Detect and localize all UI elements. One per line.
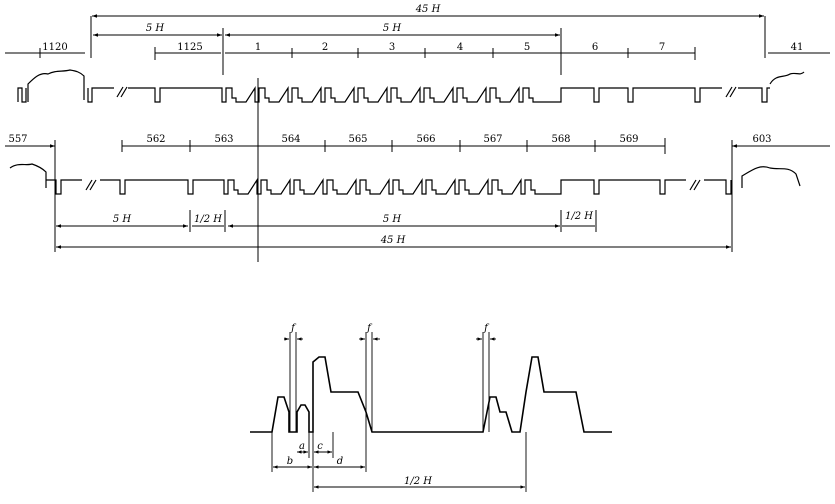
field2-line-565: 565	[348, 134, 367, 145]
detail-f-label-3: f	[483, 323, 490, 334]
detail-half-H-label: 1/2 H	[404, 476, 432, 487]
detail-a-label: a	[299, 441, 305, 452]
field2-dimensions	[5, 78, 830, 262]
field2-45H-label: 45 H	[380, 235, 406, 246]
field1-dimensions	[5, 14, 830, 75]
field1-line-3: 3	[389, 42, 395, 53]
field1-45H-label: 45 H	[415, 4, 441, 15]
field2-line-568: 568	[551, 134, 570, 145]
detail-d-label: d	[337, 456, 343, 467]
field1-line-4: 4	[457, 42, 463, 53]
field2-line-569: 569	[619, 134, 638, 145]
field2-line-562: 562	[146, 134, 165, 145]
field1-line-5: 5	[524, 42, 530, 53]
field2-half-H-right-label: 1/2 H	[565, 211, 593, 222]
field2-waveform	[9, 163, 801, 195]
field2-half-H-left-label: 1/2 H	[194, 214, 222, 225]
field2-line-564: 564	[281, 134, 300, 145]
field2-line-557: 557	[8, 134, 27, 145]
detail-b-label: b	[287, 456, 293, 467]
detail-labels: f f f a c b d 1/2 H	[287, 323, 490, 487]
field1-line-1120: 1120	[42, 42, 67, 53]
field1-line-41: 41	[791, 42, 804, 53]
field2-5H-left-label: 5 H	[113, 214, 132, 225]
field1-line-1: 1	[255, 42, 261, 53]
field1-line-6: 6	[592, 42, 598, 53]
field2-5H-right-label: 5 H	[383, 214, 402, 225]
field2-labels: 557 562 563 564 565 566 567 568 569 603 …	[8, 134, 771, 246]
field1-line-7: 7	[659, 42, 665, 53]
detail-f-label-1: f	[290, 323, 297, 334]
field2-line-563: 563	[214, 134, 233, 145]
detail-dimensions	[271, 332, 527, 492]
field1-line-2: 2	[322, 42, 328, 53]
detail-f-label-2: f	[366, 323, 373, 334]
field1-5H-left-label: 5 H	[146, 23, 165, 34]
detail-c-label: c	[317, 441, 323, 452]
field2-line-603: 603	[752, 134, 771, 145]
field1-line-1125: 1125	[177, 42, 202, 53]
detail-waveform	[250, 356, 612, 433]
field1-waveform	[17, 69, 805, 103]
field1-labels: 45 H 5 H 5 H 1120 1125 1 2 3 4 5 6 7 41	[42, 4, 803, 53]
field2-line-567: 567	[483, 134, 502, 145]
field2-line-566: 566	[416, 134, 435, 145]
field1-5H-right-label: 5 H	[383, 23, 402, 34]
